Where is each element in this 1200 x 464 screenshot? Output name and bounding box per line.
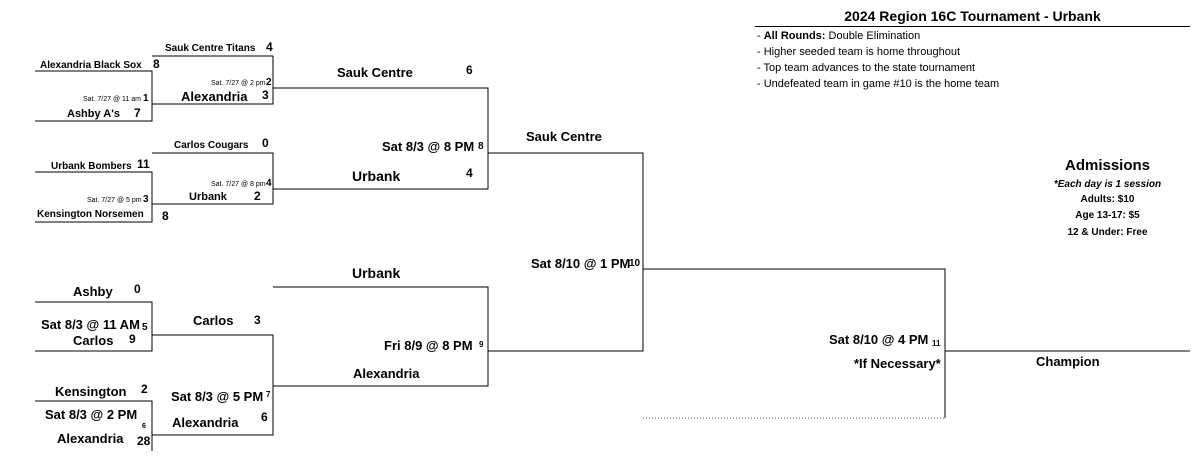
admissions-adults: Adults: $10: [1080, 194, 1135, 205]
rule-text: Undefeated team in game #10 is the home …: [763, 78, 1000, 90]
admissions-title: Admissions: [1064, 157, 1151, 174]
game-number: 1: [143, 93, 149, 104]
team-name: Kensington: [55, 384, 127, 399]
game-info: Sat 8/10 @ 1 PM: [531, 256, 631, 271]
game-number: 11: [932, 339, 941, 348]
admissions-teen: Age 13-17: $5: [1075, 210, 1140, 221]
rule-item: - Top team advances to the state tournam…: [757, 62, 976, 74]
game-info: Sat. 7/27 @ 2 pm: [211, 80, 266, 87]
game-info: Sat 8/3 @ 8 PM: [382, 139, 475, 154]
team-name: Alexandria: [181, 89, 248, 104]
team-name: Carlos: [193, 313, 234, 328]
rules-list: - All Rounds: Double Elimination - Highe…: [757, 28, 999, 92]
if-necessary-note: *If Necessary*: [854, 356, 941, 371]
team-score: 2: [141, 382, 148, 396]
g2-bracket: [152, 55, 274, 105]
g7-bracket: [152, 334, 274, 436]
team-name: Urbank: [189, 191, 227, 203]
game-info: Fri 8/9 @ 8 PM: [384, 338, 473, 353]
rule-text: Top team advances to the state tournamen…: [763, 62, 976, 74]
game-number: 7: [266, 390, 271, 399]
team-score: 6: [261, 410, 268, 424]
team-score: 2: [254, 189, 261, 203]
rule-item: - Higher seeded team is home throughout: [757, 46, 961, 58]
team-score: 8: [153, 57, 160, 71]
game-number: 3: [143, 194, 149, 205]
game-info: Sat. 7/27 @ 8 pm: [211, 181, 266, 188]
team-score: 3: [254, 313, 261, 327]
game-number: 5: [142, 322, 148, 333]
g10-bracket: [488, 152, 644, 352]
team-score: 9: [129, 332, 136, 346]
game-info: Sat 8/3 @ 5 PM: [171, 389, 264, 404]
team-name: Sauk Centre: [337, 65, 413, 80]
team-name: Kensington Norsemen: [37, 209, 144, 220]
team-name: Carlos Cougars: [174, 140, 249, 151]
champion-label: Champion: [1036, 354, 1100, 369]
team-score: 28: [137, 434, 151, 448]
admissions-note: *Each day is 1 session: [1053, 179, 1162, 190]
g8-bracket: [273, 87, 489, 190]
team-score: 4: [466, 166, 473, 180]
game-number: 8: [478, 141, 484, 152]
g5-bracket: [35, 301, 153, 352]
team-name: Ashby A's: [67, 108, 120, 120]
g9-bracket: [273, 286, 489, 387]
team-name: Sauk Centre: [526, 129, 602, 144]
team-name: Urbank: [352, 168, 401, 184]
rule-text: Double Elimination: [825, 30, 921, 42]
game-info: Sat. 7/27 @ 5 pm: [87, 197, 142, 204]
g11-bracket: [643, 268, 946, 418]
team-score: 8: [162, 209, 169, 223]
g3-bracket: [35, 171, 153, 223]
game-number: 9: [479, 340, 484, 349]
team-score: 0: [262, 136, 269, 150]
team-name: Alexandria: [57, 431, 124, 446]
game-info: Sat. 7/27 @ 11 am: [83, 96, 141, 103]
rule-text: Higher seeded team is home throughout: [763, 46, 961, 58]
team-name: Alexandria Black Sox: [40, 60, 142, 71]
game-number: 2: [266, 77, 272, 88]
team-score: 3: [262, 88, 269, 102]
rule-item: - All Rounds: Double Elimination: [757, 30, 921, 42]
rule-bold: All Rounds:: [763, 30, 826, 42]
team-score: 6: [466, 63, 473, 77]
game-info: Sat 8/3 @ 11 AM: [41, 317, 140, 332]
game-number: 10: [629, 258, 641, 269]
game-number: 6: [142, 423, 146, 430]
team-score: 7: [134, 106, 141, 120]
tournament-title: 2024 Region 16C Tournament - Urbank: [755, 8, 1190, 27]
team-name: Carlos: [73, 333, 114, 348]
team-name: Sauk Centre Titans: [165, 43, 256, 54]
team-name: Urbank: [352, 265, 401, 281]
team-name: Ashby: [73, 284, 113, 299]
g4-bracket: [152, 152, 274, 205]
team-score: 4: [266, 40, 273, 54]
game-info: Sat 8/10 @ 4 PM: [829, 332, 929, 347]
rule-item: - Undefeated team in game #10 is the hom…: [757, 78, 1000, 90]
admissions-kids: 12 & Under: Free: [1067, 227, 1148, 238]
game-info: Sat 8/3 @ 2 PM: [45, 407, 138, 422]
team-name: Alexandria: [353, 366, 420, 381]
game-number: 4: [266, 178, 272, 189]
team-score: 0: [134, 282, 141, 296]
team-score: 11: [137, 157, 150, 171]
g1-bracket: [35, 70, 153, 122]
g6-bracket: [35, 400, 153, 451]
team-name: Urbank Bombers: [51, 161, 132, 172]
team-name: Alexandria: [172, 415, 239, 430]
